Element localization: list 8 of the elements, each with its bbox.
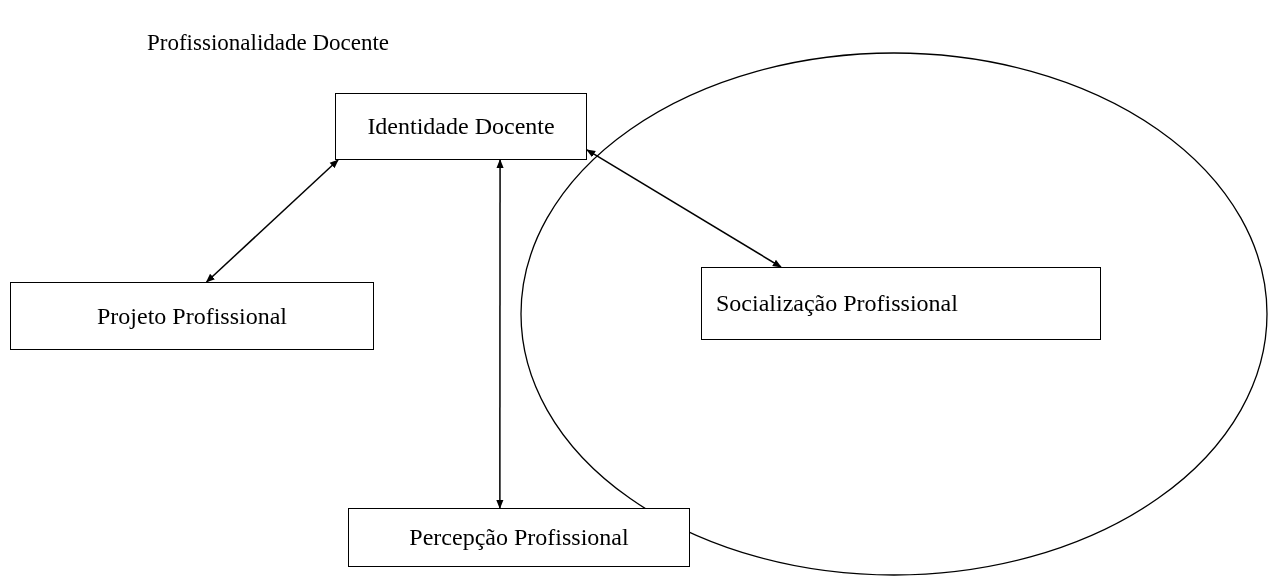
concept-box: Percepção Profissional bbox=[348, 508, 690, 567]
double-arrow bbox=[496, 159, 504, 509]
diagram-title: Profissionalidade Docente bbox=[147, 30, 390, 56]
double-arrow bbox=[205, 159, 339, 283]
concept-box: Socialização Profissional bbox=[701, 267, 1101, 340]
double-arrow bbox=[586, 149, 782, 268]
concept-box: Projeto Profissional bbox=[10, 282, 374, 350]
concept-box: Identidade Docente bbox=[335, 93, 587, 160]
